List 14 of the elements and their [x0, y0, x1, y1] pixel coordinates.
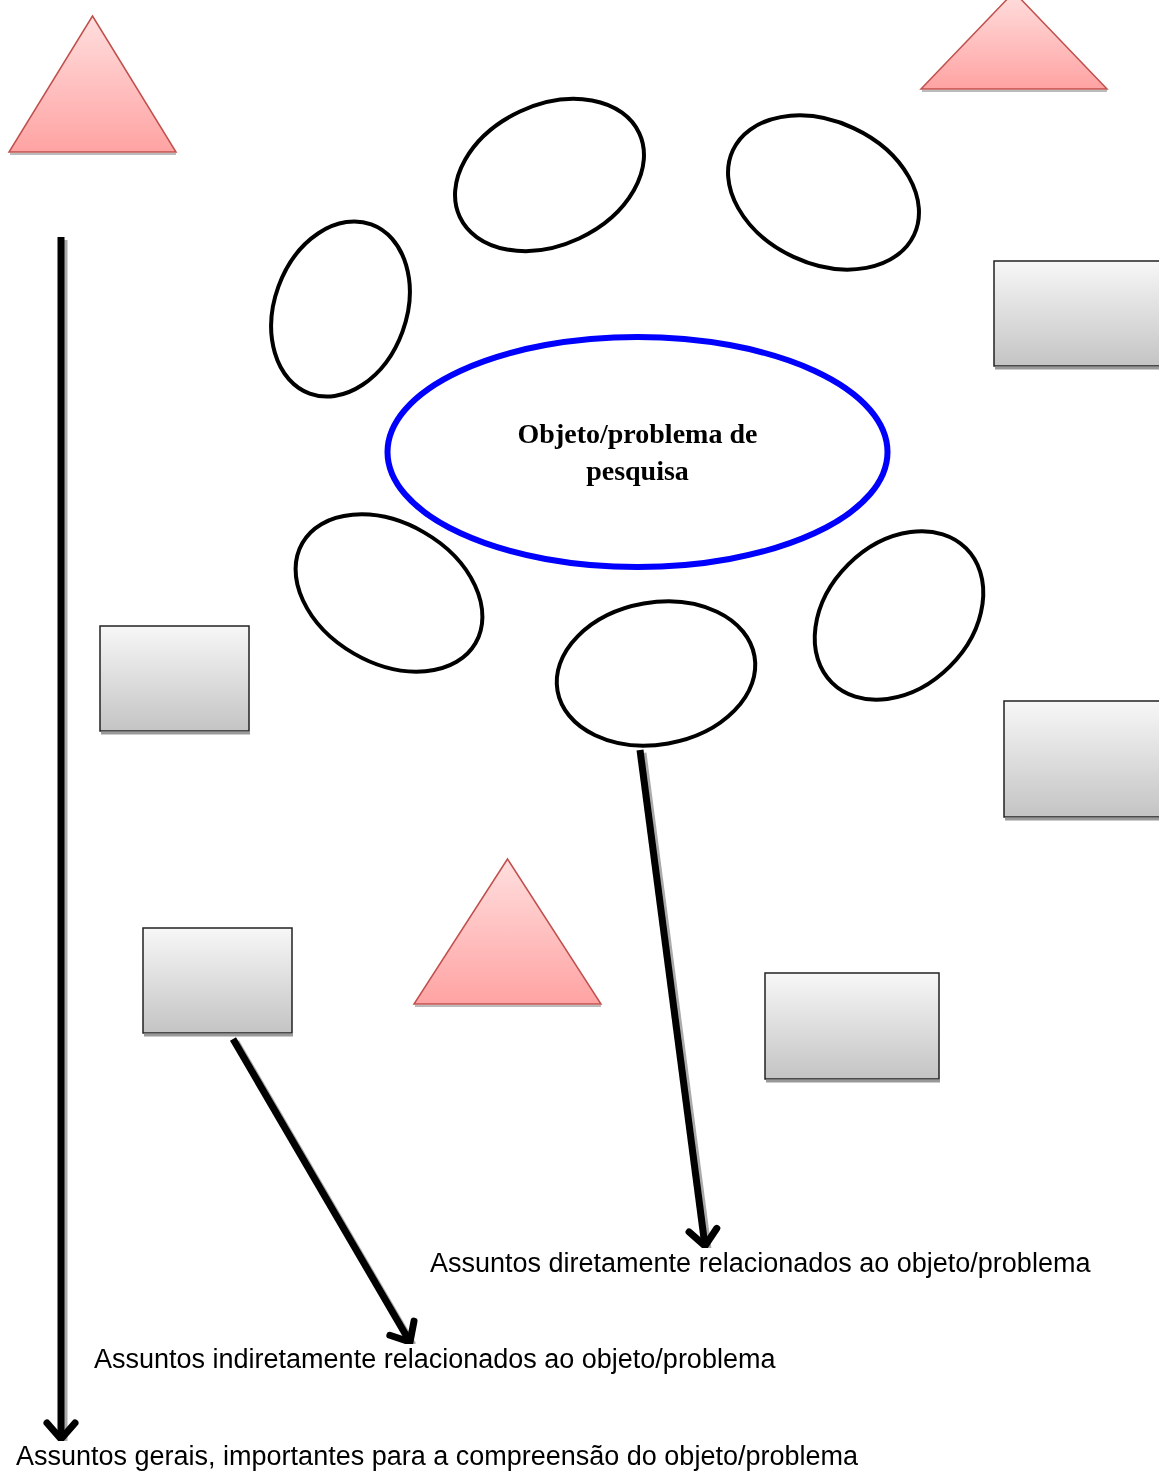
triangle-shape [920, 0, 1108, 92]
caption-text: Assuntos indiretamente relacionados ao objeto/problema [92, 1344, 778, 1375]
arrow [229, 1037, 418, 1347]
triangle-shape [8, 14, 177, 155]
caption-text: Assuntos gerais, importantes para a compreensão do objeto/problema [14, 1441, 860, 1472]
rectangle-shape [764, 972, 942, 1083]
caption-text: Assuntos diretamente relacionados ao objeto/problema [428, 1248, 1093, 1279]
rectangle-shape [142, 927, 295, 1037]
topic-text: Objeto/problema de pesquisa [516, 417, 759, 488]
arrow [636, 749, 721, 1250]
triangle-shape [413, 857, 602, 1007]
rectangle-shape [99, 625, 252, 735]
ellipse-shape [554, 599, 758, 748]
ellipse-shape [267, 219, 414, 399]
